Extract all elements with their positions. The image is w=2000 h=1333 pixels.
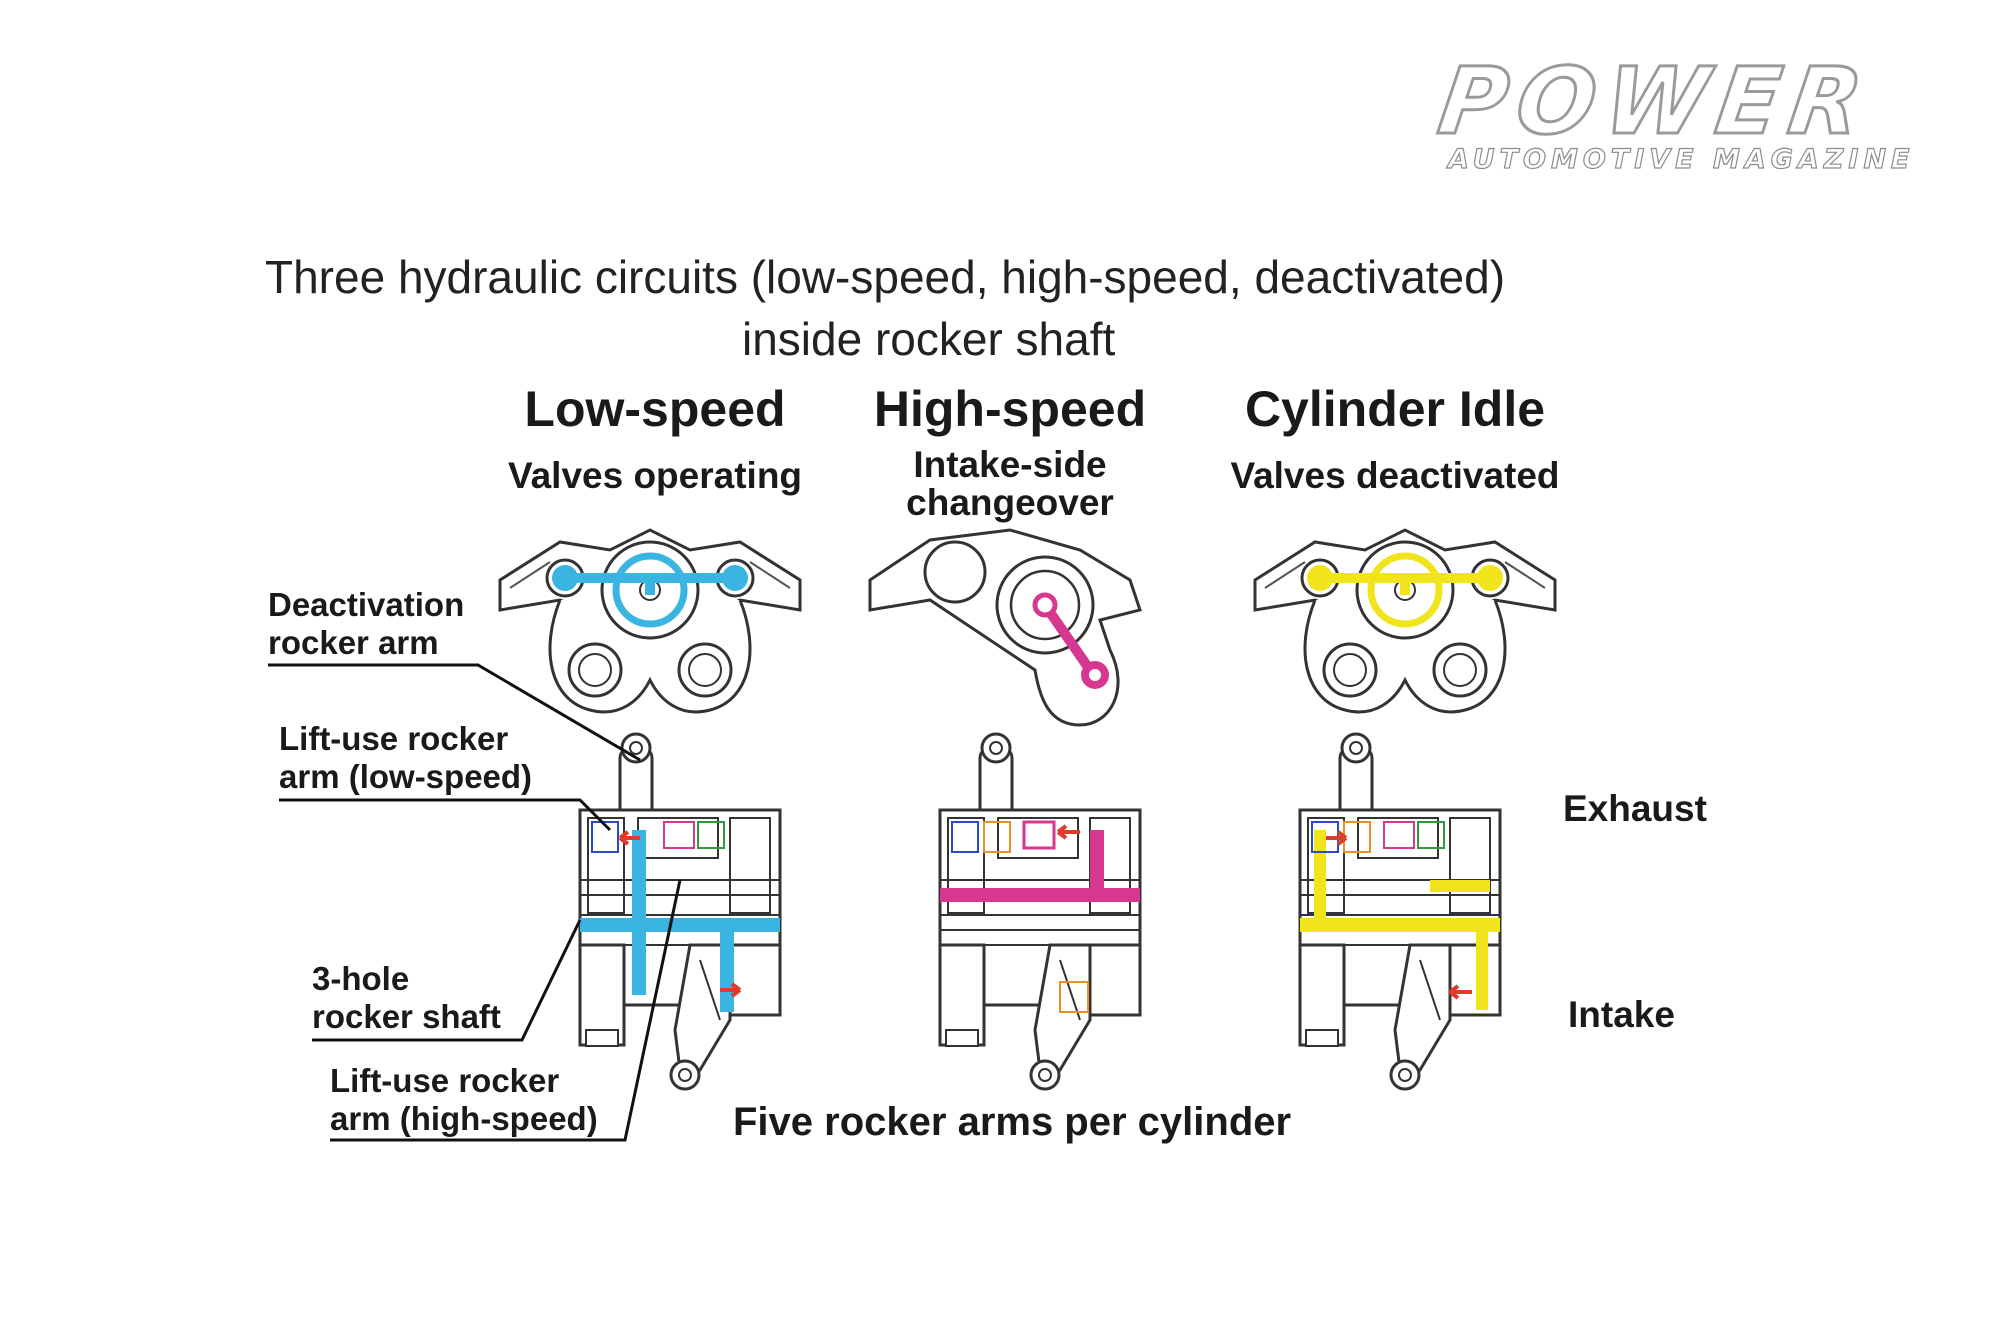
- label-exhaust: Exhaust: [1563, 788, 1707, 829]
- label-deactivation-line1: Deactivation: [268, 586, 465, 623]
- logo-tagline: AUTOMOTIVE MAGAZINE: [1447, 143, 1915, 175]
- diagram-title-line2: inside rocker shaft: [742, 313, 1116, 365]
- leader-lift-low: [279, 798, 612, 832]
- heading-low-speed: Low-speed: [524, 381, 786, 437]
- heading-high-speed: High-speed: [873, 381, 1147, 437]
- label-deactivation-rocker-arm: Deactivation rocker arm: [268, 586, 464, 662]
- heading-cylinder-idle: Cylinder Idle: [1244, 381, 1546, 437]
- sub-cylinder-idle: Valves deactivated: [1230, 455, 1560, 496]
- side-view-high-speed: [938, 732, 1142, 1091]
- label-deactivation-line2: rocker arm: [268, 624, 439, 661]
- label-shaft-line1: 3-hole: [312, 960, 410, 997]
- label-lift-high-line2: arm (high-speed): [330, 1100, 598, 1137]
- label-lift-low-speed: Lift-use rocker arm (low-speed): [279, 720, 532, 796]
- label-lift-low-line2: arm (low-speed): [279, 758, 533, 795]
- side-view-low-speed: [578, 732, 782, 1091]
- leader-lift-high: [330, 879, 682, 1142]
- sub-high-speed-line1: Intake-side: [913, 444, 1107, 485]
- leader-shaft: [312, 919, 582, 1042]
- top-view-cylinder-idle: [1253, 528, 1557, 714]
- leader-deactivation: [268, 663, 641, 762]
- power-magazine-logo: POWER AUTOMOTIVE MAGAZINE: [1431, 47, 1980, 176]
- sub-low-speed: Valves operating: [507, 455, 803, 496]
- sub-high-speed-line2: changeover: [906, 482, 1114, 523]
- leader-lines: [268, 663, 682, 1142]
- diagram-title-line1: Three hydraulic circuits (low-speed, hig…: [265, 251, 1506, 303]
- label-lift-low-line1: Lift-use rocker: [279, 720, 509, 757]
- label-shaft-line2: rocker shaft: [312, 998, 501, 1035]
- top-view-high-speed: [868, 528, 1142, 727]
- label-lift-high-line1: Lift-use rocker: [330, 1062, 560, 1099]
- top-view-low-speed: [498, 528, 802, 714]
- side-view-cylinder-idle: [1298, 732, 1502, 1091]
- label-lift-high-speed: Lift-use rocker arm (high-speed): [330, 1062, 598, 1138]
- caption-five-rocker-arms: Five rocker arms per cylinder: [733, 1100, 1292, 1144]
- label-intake: Intake: [1568, 994, 1675, 1035]
- label-3-hole-rocker-shaft: 3-hole rocker shaft: [312, 960, 501, 1036]
